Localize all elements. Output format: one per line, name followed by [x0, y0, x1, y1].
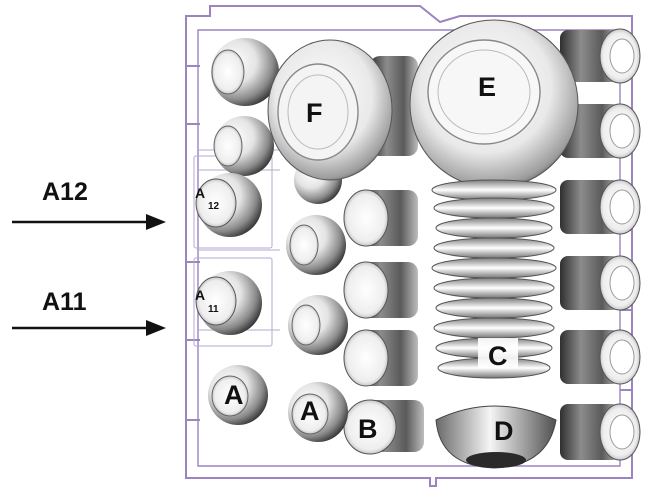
cup-a-2-label: A — [300, 396, 320, 426]
holder-a11-main: A — [195, 287, 205, 303]
right-column-cups — [560, 28, 641, 461]
plate-e: E — [409, 19, 579, 189]
plate-f-label: F — [306, 98, 323, 128]
holder-a12-sub: 12 — [208, 201, 220, 212]
cup-left-2 — [213, 116, 274, 176]
cup-right-5 — [560, 329, 641, 385]
cup-b-label: B — [358, 414, 378, 444]
holder-a12: A 12 — [195, 173, 262, 237]
plate-e-label: E — [478, 72, 496, 102]
cup-left-inner-1 — [286, 215, 346, 275]
callout-a12-label: A12 — [42, 178, 88, 206]
cup-right-6 — [560, 403, 641, 461]
callout-a11-arrow-head — [146, 320, 166, 336]
bowl-d-label: D — [494, 416, 514, 446]
plate-stack-c-label: C — [488, 341, 508, 371]
holder-a11: A 11 — [195, 271, 262, 335]
cup-a-2: A — [288, 382, 348, 442]
cup-right-1 — [560, 28, 641, 84]
left-column-cups — [211, 38, 348, 355]
plate-f: F — [267, 39, 393, 181]
holder-a11-sub: 11 — [208, 304, 219, 315]
cup-a-1-label: A — [224, 380, 244, 410]
cup-left-inner-2 — [288, 295, 348, 355]
cup-right-3 — [560, 179, 641, 235]
cup-mid-3 — [343, 329, 418, 387]
callout-a11-label: A11 — [42, 288, 87, 316]
cup-left-1 — [211, 38, 279, 106]
bowl-d: D — [435, 405, 557, 469]
cup-right-4 — [560, 255, 641, 311]
cup-mid-1 — [343, 189, 418, 247]
external-callout-a12: A12 — [12, 178, 166, 230]
cup-mid-2 — [343, 261, 418, 319]
cup-a-1: A — [208, 365, 268, 425]
callout-a12-arrow-head — [146, 214, 166, 230]
plate-stack-c: C — [431, 179, 557, 379]
holder-a12-main: A — [195, 185, 205, 201]
cup-b: B — [343, 399, 424, 455]
external-callout-a11: A11 — [12, 288, 166, 336]
